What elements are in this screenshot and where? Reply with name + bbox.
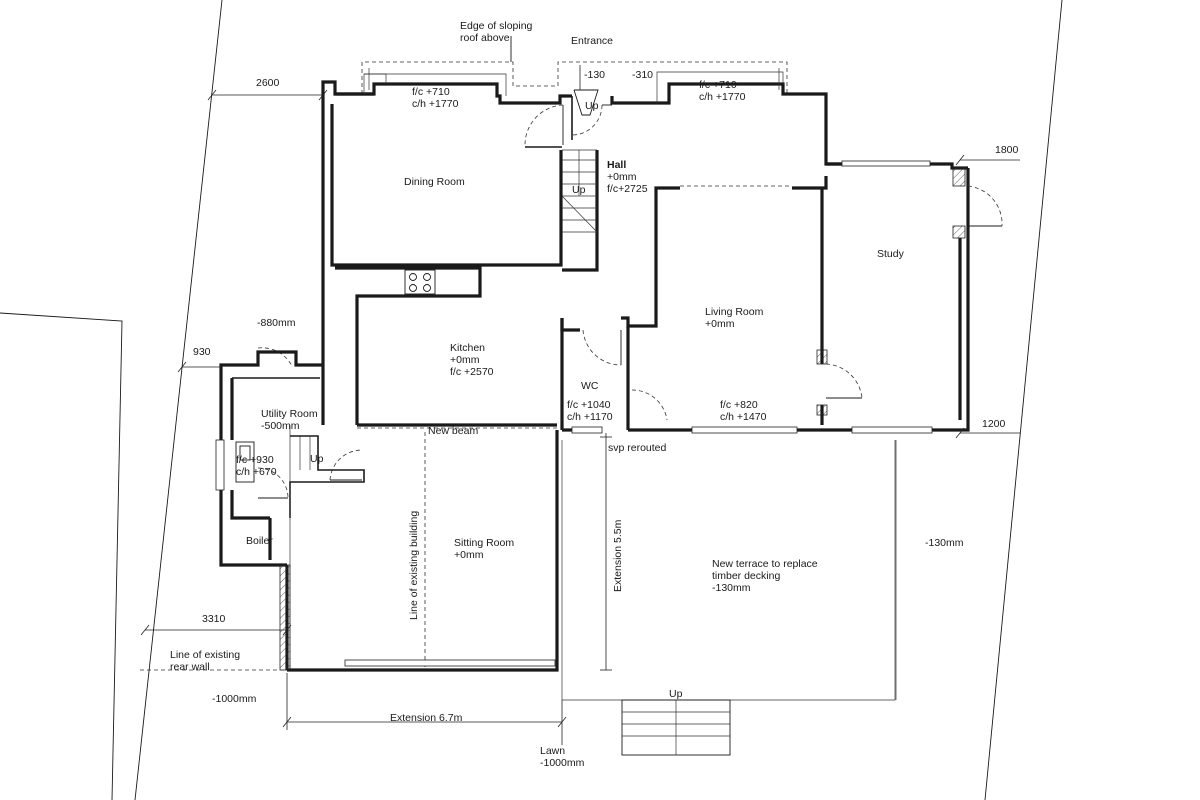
bay-right-height-label: f/c +710 c/h +1770 <box>699 79 746 103</box>
existing-rear-wall-label: Line of existing rear wall <box>170 649 241 673</box>
new-terrace-label: New terrace to replace timber decking -1… <box>712 558 818 594</box>
dimension-3310-label: 3310 <box>202 613 226 625</box>
level-1000-label: -1000mm <box>212 693 257 705</box>
house-walls <box>321 68 970 434</box>
dimension-2600-label: 2600 <box>256 77 280 89</box>
svp-label: svp rerouted <box>608 442 667 454</box>
hall-detail: +0mm f/c+2725 <box>607 171 648 195</box>
up-entrance-label: Up <box>585 100 599 112</box>
roof-edge-outline <box>361 36 788 94</box>
level-entrance-label: -130 <box>584 69 606 81</box>
level-880-label: -880mm <box>257 317 296 329</box>
extension-depth-label: Extension 5.5m <box>612 519 624 592</box>
hall-title: Hall <box>607 159 627 171</box>
boiler-label: Boiler <box>246 535 273 547</box>
wc-label: WC <box>581 380 599 392</box>
bay-left-height-label: f/c +710 c/h +1770 <box>412 86 459 110</box>
site-boundary <box>0 0 1063 800</box>
entrance-label: Entrance <box>571 35 614 47</box>
sitting-room-label: Sitting Room +0mm <box>454 537 515 561</box>
study-label: Study <box>877 248 904 260</box>
dimension-930-label: 930 <box>193 346 211 358</box>
utility-window-height-label: f/c +930 c/h +670 <box>236 454 277 478</box>
wc-detail: f/c +1040 c/h +1170 <box>567 399 613 423</box>
utility-room-label: Utility Room -500mm <box>261 408 318 432</box>
terrace-level-label: -130mm <box>925 537 964 549</box>
extension-width-label: Extension 6.7m <box>390 712 463 724</box>
roof-edge-label: Edge of sloping roof above <box>460 20 533 44</box>
existing-building-line-label: Line of existing building <box>408 510 420 620</box>
dimension-1800-label: 1800 <box>995 144 1019 156</box>
up-terrace-label: Up <box>669 688 683 700</box>
dimension-1200-label: 1200 <box>982 418 1006 430</box>
kitchen-label: Kitchen +0mm f/c +2570 <box>450 342 494 378</box>
new-beam-label: New beam <box>428 425 479 437</box>
extension <box>287 425 897 756</box>
up-hall-label: Up <box>572 184 586 196</box>
lawn-label: Lawn -1000mm <box>540 745 585 769</box>
living-room-label: Living Room +0mm <box>705 306 764 330</box>
up-utility-label: Up <box>310 453 324 465</box>
dining-room-label: Dining Room <box>404 176 465 188</box>
level-porch-label: -310 <box>632 69 654 81</box>
dimension-lines <box>140 65 1020 745</box>
door-swings <box>257 89 1003 499</box>
living-window-height-label: f/c +820 c/h +1470 <box>720 399 767 423</box>
